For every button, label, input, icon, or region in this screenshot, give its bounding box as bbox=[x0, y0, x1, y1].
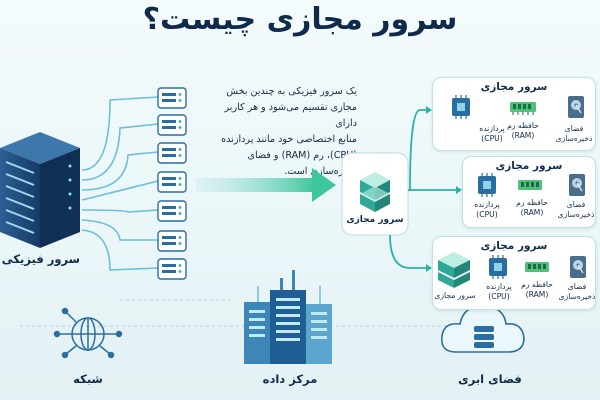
ram-label: حافظه رم (RAM) bbox=[507, 121, 539, 140]
server-unit-icon bbox=[157, 230, 187, 252]
cpu-label: پردازنده (CPU) bbox=[479, 124, 505, 143]
globe-network-icon bbox=[53, 307, 123, 359]
datacenter-building-icon bbox=[244, 270, 332, 364]
cloud-storage-icon bbox=[440, 305, 525, 353]
server-stack-icon bbox=[157, 87, 187, 280]
description-line: ذخیره‌سازی است. bbox=[284, 166, 357, 177]
cpu-label: پردازنده (CPU) bbox=[474, 200, 500, 219]
hard-drive-icon bbox=[570, 256, 586, 278]
cpu-icon bbox=[478, 173, 496, 197]
server-unit-icon bbox=[157, 258, 187, 280]
server-unit-icon bbox=[157, 142, 187, 164]
storage-label: فضای ذخیره‌سازی bbox=[558, 282, 596, 301]
center-vps-label: سرور مجازی bbox=[346, 215, 404, 225]
ram-label: حافظه رم (RAM) bbox=[521, 280, 553, 299]
cpu-icon bbox=[452, 95, 470, 119]
physical-server-label: سرور فیزیکی bbox=[1, 252, 80, 266]
server-rack-icon bbox=[0, 132, 80, 248]
hard-drive-icon bbox=[568, 96, 584, 118]
cpu-icon bbox=[489, 255, 507, 279]
description-text: یک سرور فیزیکی به چندین بخش مجازی تقسیم … bbox=[205, 84, 357, 180]
network-label: شبکه bbox=[73, 372, 103, 386]
rack-connectors bbox=[81, 96, 159, 271]
server-unit-icon bbox=[157, 171, 187, 193]
description-line: منابع اختصاصی خود مانند پردازنده bbox=[221, 134, 357, 145]
vps-card-title: سرور مجازی bbox=[480, 240, 548, 252]
arrow-right-icon bbox=[196, 168, 336, 202]
page-title: سرور مجازی چیست؟ bbox=[142, 2, 458, 37]
vps-card-title: سرور مجازی bbox=[480, 81, 548, 93]
ram-icon bbox=[510, 102, 536, 115]
datacenter-label: مرکز داده bbox=[262, 372, 318, 386]
storage-label: فضای ذخیره‌سازی bbox=[555, 124, 593, 143]
cloud-label: فضای ابری bbox=[458, 372, 522, 386]
cpu-label: پردازنده (CPU) bbox=[486, 282, 512, 301]
vps-label: سرور مجازی bbox=[434, 291, 476, 300]
server-unit-icon bbox=[157, 200, 187, 222]
description-line: یک سرور فیزیکی به چندین بخش bbox=[226, 86, 357, 97]
ram-icon bbox=[518, 180, 542, 190]
hard-drive-icon bbox=[569, 174, 585, 196]
server-unit-icon bbox=[157, 87, 187, 109]
ram-icon bbox=[525, 262, 549, 272]
virtual-server-icon bbox=[438, 252, 470, 288]
branch-connectors bbox=[389, 106, 462, 272]
storage-label: فضای ذخیره‌سازی bbox=[557, 200, 595, 219]
description-line: مجازی تقسیم می‌شود و هر کاربر دارای bbox=[224, 102, 357, 129]
ram-label: حافظه رم (RAM) bbox=[516, 198, 548, 217]
server-unit-icon bbox=[157, 114, 187, 136]
vps-card-title: سرور مجازی bbox=[495, 160, 563, 172]
virtual-server-icon bbox=[341, 152, 409, 236]
